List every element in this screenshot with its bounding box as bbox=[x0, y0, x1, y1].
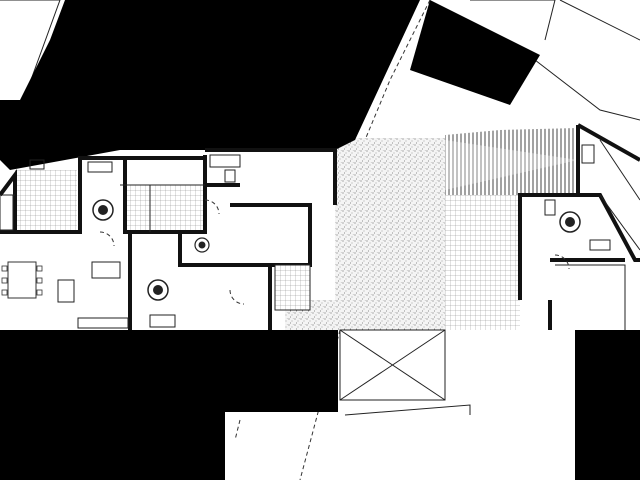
stair-icon bbox=[274, 264, 311, 311]
mask-top-left bbox=[0, 0, 420, 170]
right-wing-walls bbox=[518, 123, 640, 330]
tiled-step bbox=[498, 195, 520, 260]
dining-table-icon bbox=[1, 261, 43, 299]
bathroom-floor-1 bbox=[125, 185, 203, 230]
left-wing-walls bbox=[0, 148, 337, 330]
mask-bottom-left bbox=[0, 330, 338, 480]
kitchen-floor bbox=[15, 170, 77, 232]
living-furniture bbox=[57, 261, 129, 329]
sanitary-fixtures bbox=[29, 144, 611, 328]
mask-bottom-right bbox=[575, 330, 640, 480]
door-swings bbox=[99, 199, 570, 305]
hatched-terrace bbox=[445, 128, 580, 195]
terrace-triangle bbox=[445, 140, 578, 190]
bathroom-fixture-icon bbox=[92, 199, 581, 301]
mask-top-right bbox=[410, 0, 540, 105]
gravel-courtyard bbox=[285, 138, 445, 330]
